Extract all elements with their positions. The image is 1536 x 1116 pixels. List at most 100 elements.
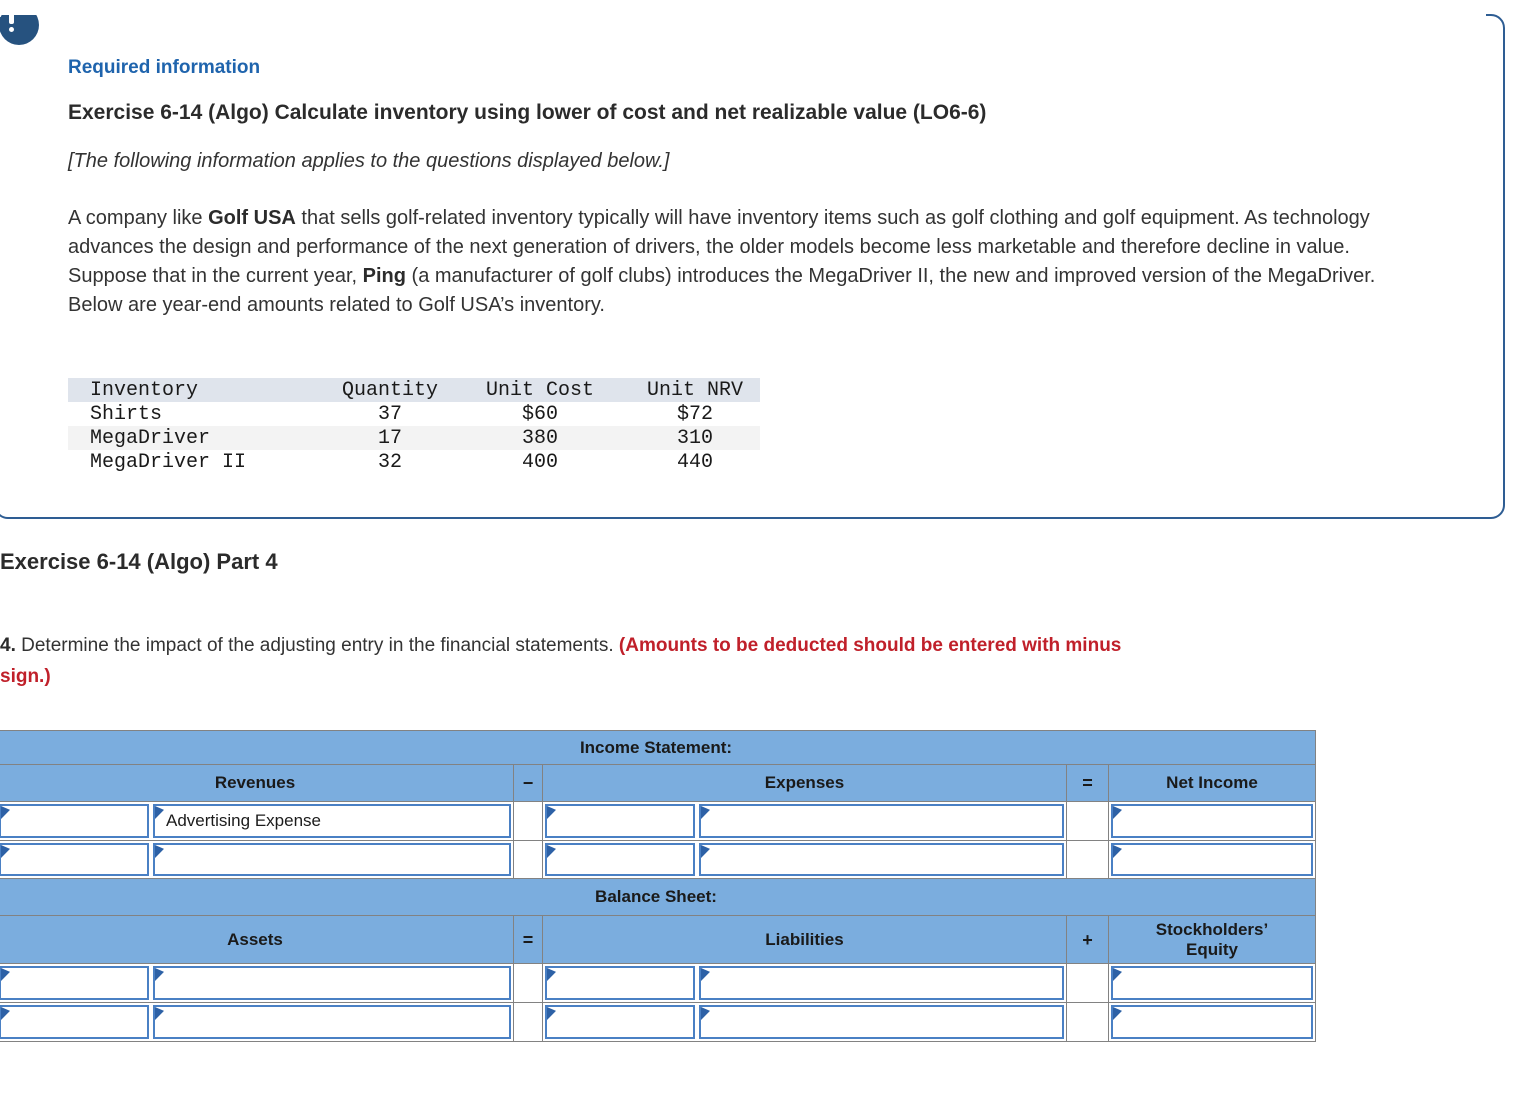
balance-assets-account-cell-r1[interactable] — [153, 966, 511, 1000]
equals-operator: = — [514, 916, 543, 964]
dropdown-marker-icon — [1, 806, 10, 819]
dropdown-marker-icon — [155, 1007, 164, 1020]
col-header-unit-cost: Unit Cost — [450, 378, 630, 402]
dropdown-marker-icon — [1, 1007, 10, 1020]
balance-assets-amount-cell-r1[interactable] — [0, 966, 149, 1000]
income-statement-section-header: Income Statement: — [0, 731, 1316, 765]
income-revenues-amount-cell-r2[interactable] — [0, 843, 149, 876]
balance-equity-cells-r2 — [1109, 1003, 1316, 1042]
income-expenses-account-cell-r2[interactable] — [699, 843, 1064, 876]
dropdown-marker-icon — [547, 1007, 556, 1020]
stockholders-equity-column-header: Stockholders’ Equity — [1109, 916, 1316, 964]
dropdown-marker-icon — [155, 845, 164, 858]
item-cell: MegaDriver II — [90, 450, 247, 474]
applies-note: [The following information applies to th… — [68, 150, 670, 172]
para-text: that sells golf-related inventory typica… — [68, 207, 1370, 287]
spacer-cell — [1067, 841, 1109, 879]
dropdown-marker-icon — [701, 806, 710, 819]
inventory-table: Inventory Quantity Unit Cost Unit NRV Sh… — [68, 378, 760, 474]
para-text: A company like — [68, 207, 209, 229]
income-netincome-cells-r1 — [1109, 802, 1316, 841]
dropdown-marker-icon — [701, 845, 710, 858]
balance-equity-cells-r1 — [1109, 964, 1316, 1003]
cost-cell: 380 — [450, 426, 630, 450]
cost-cell: $60 — [521, 402, 558, 426]
balance-liabilities-amount-cell-r1[interactable] — [545, 966, 695, 1000]
qty-cell: 17 — [330, 426, 450, 450]
expenses-column-header: Expenses — [543, 765, 1067, 802]
required-information-label: Required information — [68, 57, 261, 78]
table-row: MegaDriver II 32 400 440 — [68, 450, 760, 474]
income-net-income-cell-r1[interactable] — [1111, 804, 1313, 838]
nrv-cell: 310 — [630, 426, 760, 450]
table-row: MegaDriver 17 380 310 — [68, 426, 760, 450]
dropdown-marker-icon — [1, 845, 10, 858]
question-warning: sign.) — [0, 666, 51, 687]
dropdown-marker-icon — [1113, 845, 1122, 858]
liabilities-column-header: Liabilities — [543, 916, 1067, 964]
balance-stockholders-equity-cell-r1[interactable] — [1111, 966, 1313, 1000]
qty-cell: 32 — [377, 450, 402, 474]
item-cell: MegaDriver — [68, 426, 330, 450]
dropdown-marker-icon — [547, 845, 556, 858]
spacer-cell — [1067, 1003, 1109, 1042]
equals-operator: = — [1067, 765, 1109, 802]
dropdown-marker-icon — [1113, 806, 1122, 819]
col-header-quantity: Quantity — [330, 378, 450, 402]
spacer-cell — [514, 964, 543, 1003]
question-number: 4. — [0, 635, 16, 656]
dropdown-marker-icon — [547, 806, 556, 819]
spacer-cell — [1067, 802, 1109, 841]
balance-liabilities-cells-r2 — [543, 1003, 1067, 1042]
spacer-cell — [514, 802, 543, 841]
balance-assets-account-cell-r2[interactable] — [153, 1005, 511, 1039]
income-expenses-amount-cell-r2[interactable] — [545, 843, 695, 876]
income-expenses-amount-cell-r1[interactable] — [545, 804, 695, 838]
col-header-unit-nrv: Unit NRV — [630, 378, 760, 402]
exercise-title: Exercise 6-14 (Algo) Calculate inventory… — [68, 101, 987, 124]
income-revenues-cells-r2 — [0, 841, 514, 879]
item-cell: Shirts — [90, 402, 163, 426]
dropdown-marker-icon — [155, 806, 164, 819]
exclamation-icon — [0, 15, 39, 45]
balance-assets-cells-r1 — [0, 964, 514, 1003]
cell-value: Advertising Expense — [166, 811, 321, 830]
income-revenues-cells-r1: Advertising Expense — [0, 802, 514, 841]
financial-statements-worksheet: Income Statement: Revenues − Expenses = … — [0, 730, 1316, 1042]
dropdown-marker-icon — [547, 968, 556, 981]
balance-sheet-section-header: Balance Sheet: — [0, 879, 1316, 916]
table-row: Shirts 37 $60 $72 — [68, 402, 760, 426]
income-revenues-amount-cell-r1[interactable] — [0, 804, 149, 838]
revenues-column-header: Revenues — [0, 765, 514, 802]
exercise-description: A company like Golf USA that sells golf-… — [68, 204, 1428, 320]
income-expenses-account-cell-r1[interactable] — [699, 804, 1064, 838]
qty-cell: 37 — [377, 402, 402, 426]
question-text: 4. Determine the impact of the adjusting… — [0, 630, 1490, 692]
income-expenses-cells-r2 — [543, 841, 1067, 879]
dropdown-marker-icon — [1113, 1007, 1122, 1020]
dropdown-marker-icon — [155, 968, 164, 981]
income-revenues-account-cell-r2[interactable] — [153, 843, 511, 876]
question-body: Determine the impact of the adjusting en… — [15, 635, 619, 656]
company-name: Golf USA — [208, 207, 296, 229]
cost-cell: 400 — [521, 450, 558, 474]
inventory-table-header-row: Inventory Quantity Unit Cost Unit NRV — [68, 378, 760, 402]
income-net-income-cell-r2[interactable] — [1111, 843, 1313, 876]
plus-operator: + — [1067, 916, 1109, 964]
assets-column-header: Assets — [0, 916, 514, 964]
balance-liabilities-cells-r1 — [543, 964, 1067, 1003]
minus-operator: − — [514, 765, 543, 802]
dropdown-marker-icon — [1, 968, 10, 981]
spacer-cell — [514, 1003, 543, 1042]
income-netincome-cells-r2 — [1109, 841, 1316, 879]
balance-liabilities-account-cell-r2[interactable] — [699, 1005, 1064, 1039]
spacer-cell — [1067, 964, 1109, 1003]
balance-assets-amount-cell-r2[interactable] — [0, 1005, 149, 1039]
balance-assets-cells-r2 — [0, 1003, 514, 1042]
income-revenues-account-cell-r1[interactable]: Advertising Expense — [153, 804, 511, 838]
balance-stockholders-equity-cell-r2[interactable] — [1111, 1005, 1313, 1039]
balance-liabilities-account-cell-r1[interactable] — [699, 966, 1064, 1000]
dropdown-marker-icon — [701, 968, 710, 981]
col-header-inventory: Inventory — [68, 378, 330, 402]
balance-liabilities-amount-cell-r2[interactable] — [545, 1005, 695, 1039]
